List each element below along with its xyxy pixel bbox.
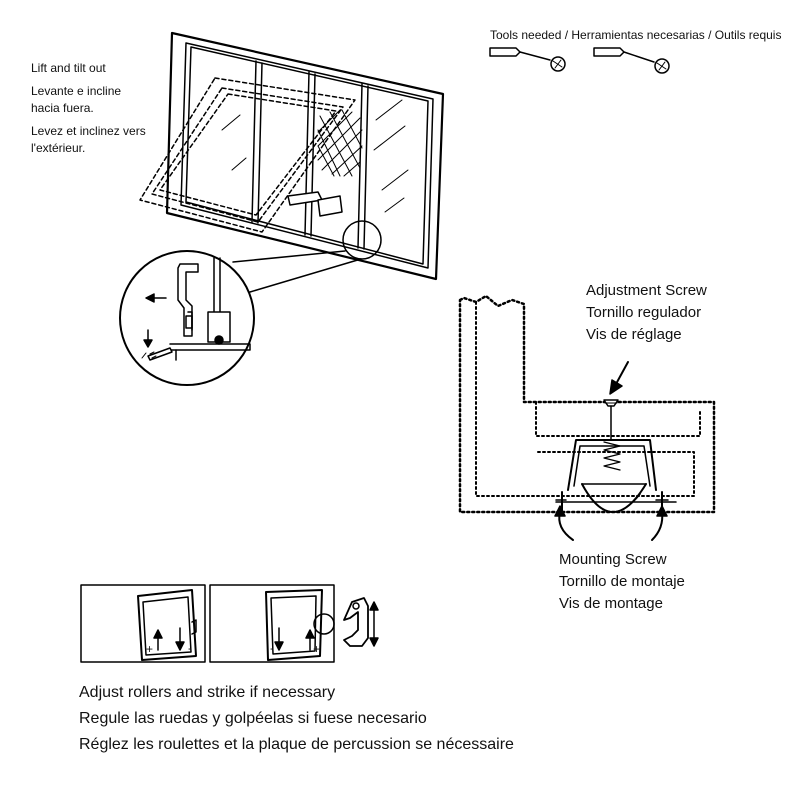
mounting-screw-es: Tornillo de montaje bbox=[559, 573, 685, 590]
step2-es: Regule las ruedas y golpéelas si fuese n… bbox=[79, 710, 427, 727]
screwdriver-icon bbox=[593, 47, 670, 74]
roller-assembly-section bbox=[458, 294, 716, 541]
screen-mesh bbox=[317, 109, 363, 177]
sliding-window-illustration bbox=[139, 31, 445, 281]
screwdriver-icon bbox=[489, 47, 566, 72]
arrow-up-icon bbox=[153, 629, 163, 651]
step1-es-line2: hacia fuera. bbox=[31, 101, 94, 115]
step1-en: Lift and tilt out bbox=[31, 61, 106, 75]
step1-fr-line2: l'extérieur. bbox=[31, 141, 86, 155]
step1-fr-line1: Levez et inclinez vers bbox=[31, 124, 146, 138]
roller-detail-magnified bbox=[119, 250, 255, 386]
minus-mark: - bbox=[188, 641, 192, 655]
adjustment-screw-en: Adjustment Screw bbox=[586, 282, 707, 299]
adjust-panel-1 bbox=[80, 584, 206, 663]
arrow-down-icon bbox=[274, 627, 284, 651]
arrow-down-icon bbox=[143, 329, 153, 348]
adjustment-screw-fr: Vis de réglage bbox=[586, 326, 682, 343]
step2-fr: Réglez les roulettes et la plaque de per… bbox=[79, 736, 514, 753]
double-arrow-icon bbox=[369, 601, 379, 647]
step1-instructions: Lift and tilt out Levante e incline haci… bbox=[31, 60, 146, 157]
arrow-left-icon bbox=[145, 293, 167, 303]
mounting-screw-fr: Vis de montage bbox=[559, 595, 663, 612]
adjust-panel-2 bbox=[209, 584, 379, 663]
plus-mark: + bbox=[313, 642, 321, 656]
adjustment-screw-es: Tornillo regulador bbox=[586, 304, 702, 321]
step1-es-line1: Levante e incline bbox=[31, 84, 122, 98]
tools-caption: Tools needed / Herramientas necesarias /… bbox=[490, 28, 782, 42]
adjustment-screw-label: Adjustment Screw Tornillo regulador Vis … bbox=[586, 280, 707, 346]
plus-mark: + bbox=[146, 642, 154, 656]
arrow-up-icon bbox=[305, 629, 315, 651]
arrow-down-icon bbox=[175, 627, 185, 651]
step2-instructions: Adjust rollers and strike if necessary R… bbox=[79, 680, 514, 758]
mounting-screw-en: Mounting Screw bbox=[559, 551, 667, 568]
minus-mark: - bbox=[270, 641, 274, 655]
screwdriver-icon bbox=[141, 347, 173, 361]
mounting-screw-label: Mounting Screw Tornillo de montaje Vis d… bbox=[559, 549, 685, 615]
step2-en: Adjust rollers and strike if necessary bbox=[79, 684, 336, 701]
strike-plate-icon bbox=[343, 597, 369, 647]
